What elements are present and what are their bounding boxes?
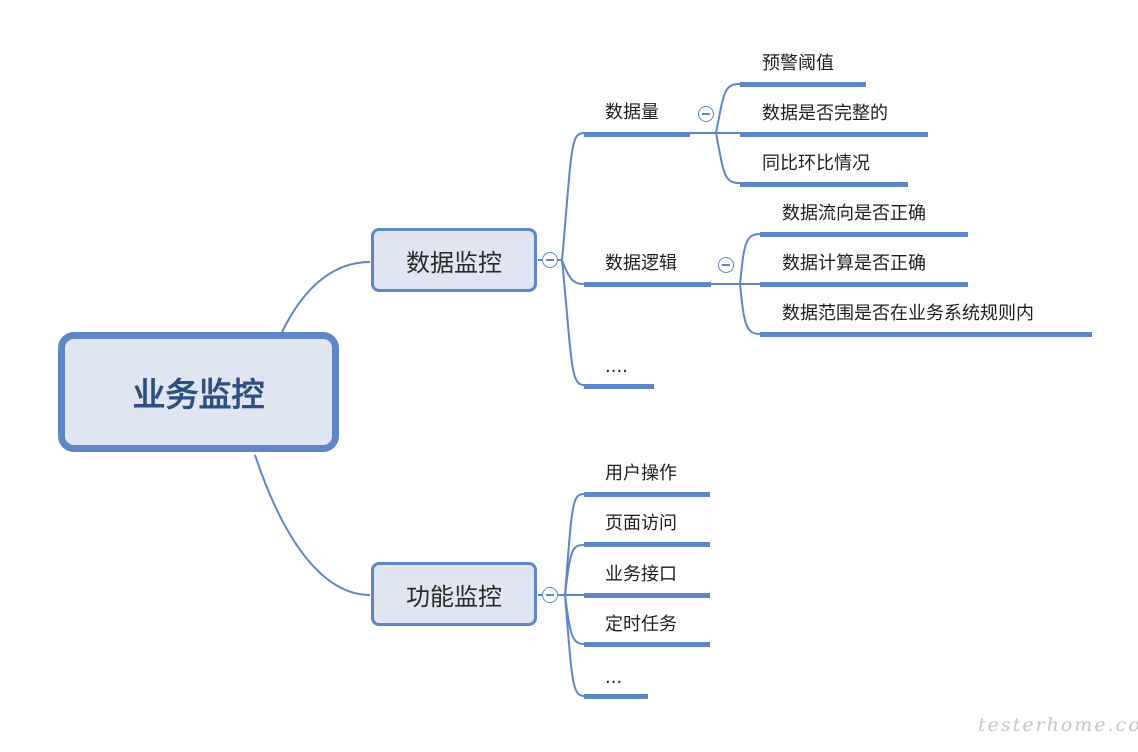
node-label-data-completeness: 数据是否完整的 xyxy=(762,103,888,124)
node-label-data-logic: 数据逻辑 xyxy=(605,253,677,274)
node-label-page-access: 页面访问 xyxy=(605,513,677,534)
node-label-user-operation: 用户操作 xyxy=(605,463,677,484)
node-underline xyxy=(760,332,1092,337)
node-label-alert-threshold: 预警阈值 xyxy=(762,53,834,74)
watermark: testerhome.com xyxy=(978,714,1138,736)
collapse-toggle-icon[interactable] xyxy=(698,106,714,122)
node-label-scheduled-task: 定时任务 xyxy=(605,614,677,635)
node-underline xyxy=(584,282,711,287)
node-underline xyxy=(740,132,928,137)
branch-node-label: 功能监控 xyxy=(406,582,502,611)
collapse-toggle-icon[interactable] xyxy=(718,257,734,273)
node-label-yoy-mom: 同比环比情况 xyxy=(762,153,870,174)
node-underline xyxy=(584,132,690,137)
node-underline xyxy=(584,593,710,598)
root-node-label: 业务监控 xyxy=(132,375,265,414)
node-underline xyxy=(584,384,654,389)
node-label-more: ... xyxy=(605,667,623,688)
node-label-data-volume: 数据量 xyxy=(605,102,659,123)
root-node[interactable]: 业务监控 xyxy=(58,332,339,452)
node-underline xyxy=(584,694,648,699)
node-label-data-flow: 数据流向是否正确 xyxy=(782,203,926,224)
node-underline xyxy=(760,282,968,287)
branch-node-function-monitoring[interactable]: 功能监控 xyxy=(371,562,537,626)
node-underline xyxy=(760,232,968,237)
node-label-data-range: 数据范围是否在业务系统规则内 xyxy=(782,303,1034,324)
node-underline xyxy=(740,82,866,87)
node-underline xyxy=(584,492,710,497)
node-label-more: .... xyxy=(605,356,628,377)
node-underline xyxy=(584,542,710,547)
collapse-toggle-icon[interactable] xyxy=(542,252,558,268)
node-label-data-calculation: 数据计算是否正确 xyxy=(782,253,926,274)
branch-node-label: 数据监控 xyxy=(406,248,502,277)
collapse-toggle-icon[interactable] xyxy=(542,587,558,603)
branch-node-data-monitoring[interactable]: 数据监控 xyxy=(371,228,537,292)
node-underline xyxy=(584,642,710,647)
node-label-business-api: 业务接口 xyxy=(605,564,677,585)
node-underline xyxy=(740,182,908,187)
